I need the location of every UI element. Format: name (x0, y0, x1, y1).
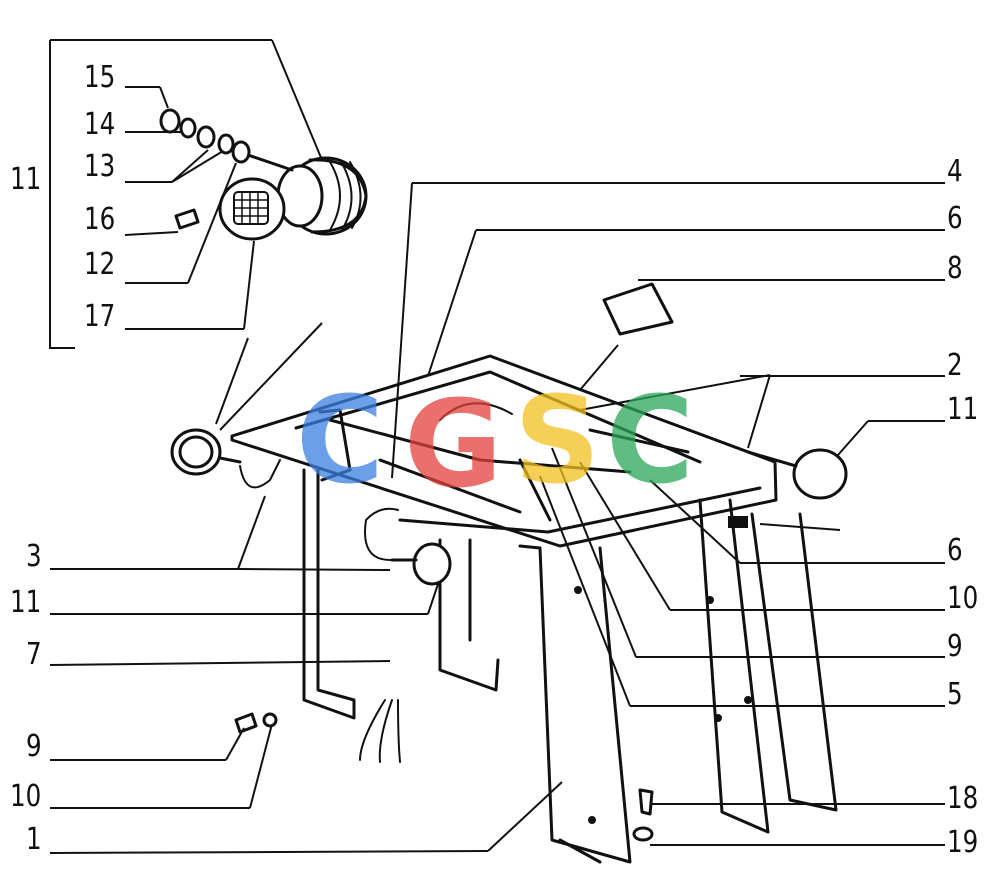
cgsc-watermark: C G S C (296, 372, 694, 515)
left-leader-lines (49, 86, 563, 854)
wiring-and-lamps (170, 282, 848, 842)
callout-10-left: 10 (10, 779, 42, 814)
callout-6-top: 6 (947, 201, 963, 236)
callout-1: 1 (26, 822, 42, 857)
group-11-bracket (49, 39, 323, 349)
frame-body (230, 354, 838, 864)
callout-17: 17 (84, 299, 116, 334)
bolt-18-washer-19 (632, 788, 654, 842)
callout-11-lamp-right: 11 (947, 392, 979, 427)
callout-9-left: 9 (26, 729, 42, 764)
callout-10-right: 10 (947, 581, 979, 616)
callout-13: 13 (84, 149, 116, 184)
right-leader-lines (391, 182, 945, 846)
svg-text:S: S (514, 372, 600, 511)
callout-14: 14 (84, 107, 116, 142)
callout-3: 3 (26, 539, 42, 574)
callout-12: 12 (84, 247, 116, 282)
headlamp-exploded-view (159, 108, 368, 241)
callout-2: 2 (947, 348, 963, 383)
callout-16: 16 (84, 202, 116, 237)
callout-19: 19 (947, 825, 979, 860)
callout-8: 8 (947, 251, 963, 286)
callout-15: 15 (84, 60, 116, 95)
callout-7: 7 (26, 637, 42, 672)
callout-5: 5 (947, 677, 963, 712)
bolt-9-nut-10 (234, 712, 278, 734)
callout-6-bottom: 6 (947, 533, 963, 568)
callout-4: 4 (947, 154, 963, 189)
callout-11-group: 11 (10, 162, 42, 197)
callout-9-right: 9 (947, 629, 963, 664)
callout-11-lamp-left: 11 (10, 585, 42, 620)
svg-text:C: C (296, 372, 384, 511)
svg-text:C: C (606, 372, 694, 511)
svg-text:G: G (404, 376, 503, 515)
callout-18: 18 (947, 781, 979, 816)
